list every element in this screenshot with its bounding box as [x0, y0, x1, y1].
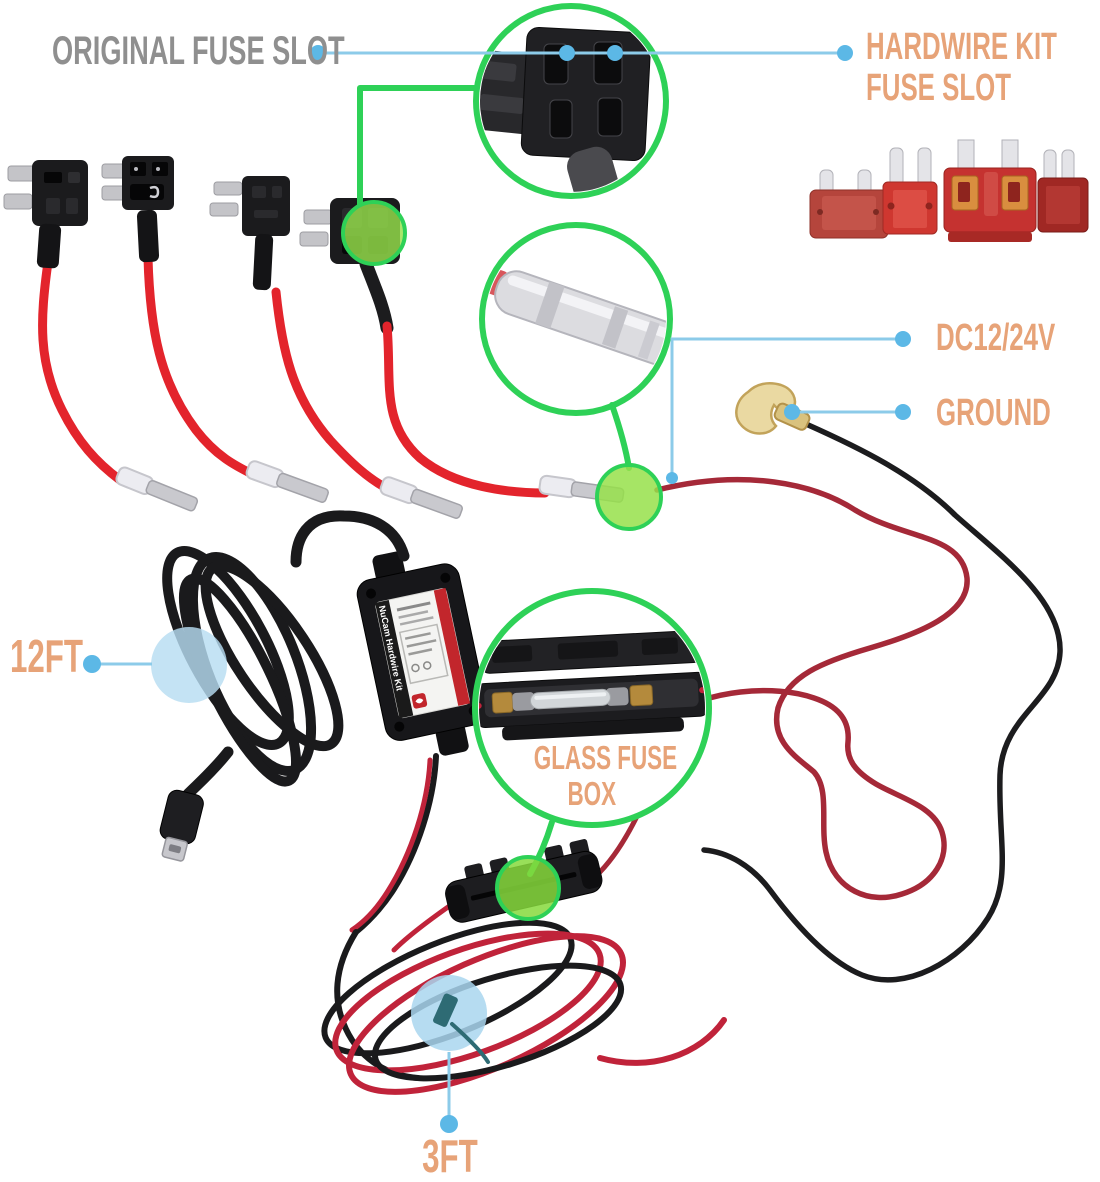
original-fuse-slot-label: ORIGINAL FUSE SLOT	[52, 29, 482, 73]
fusebox-highlight-circle	[495, 855, 561, 921]
tap3-cable	[271, 287, 391, 493]
dc-power-text: DC12/24V	[936, 317, 1056, 359]
usb-length-circle	[151, 627, 227, 703]
hardwire-kit-dot	[837, 45, 853, 61]
cable-tie-highlight	[411, 975, 490, 1064]
tap4-sleeve	[359, 257, 394, 335]
tap1-cable	[38, 257, 125, 485]
tap2-cable	[143, 253, 257, 479]
tap4-highlight-circle	[341, 200, 407, 266]
standard-blade-fuse	[943, 139, 1037, 242]
power-wire	[652, 476, 970, 901]
power-wire-coil	[321, 919, 727, 1095]
power-cable-length-text: 3FT	[422, 1130, 478, 1182]
dc-power-line	[670, 337, 903, 478]
ground-fork-terminal	[735, 382, 811, 435]
hardwire-kit-line2: FUSE SLOT	[866, 67, 1011, 110]
original-fuse-slot-dot	[310, 45, 326, 61]
dc-power-dot	[895, 331, 911, 347]
ground-label: GROUND	[936, 392, 1100, 434]
module-label-banner	[375, 600, 414, 719]
ground-terminal-dot	[784, 404, 800, 420]
low-profile-mini-fuse	[809, 169, 889, 239]
module-label-red-stripe	[433, 587, 471, 706]
bullet-terminals	[115, 460, 625, 519]
usb-cable-length-label: 12FT	[10, 630, 117, 682]
junction-highlight-circle	[595, 463, 663, 531]
ground-wire	[701, 421, 1063, 983]
micro-usb-connector	[159, 789, 204, 862]
original-fuse-slot-text: ORIGINAL FUSE SLOT	[52, 29, 345, 73]
inline-fuse-holder-circle	[479, 222, 673, 416]
dc-power-junction-dot	[666, 472, 678, 484]
fuse-tap-3	[209, 176, 290, 291]
hardwire-module: NuCam Hardwire Kit	[356, 551, 488, 756]
ground-text: GROUND	[936, 392, 1051, 434]
open-glass-fuse-box	[479, 630, 705, 741]
hardwire-kit-line1: HARDWIRE KIT	[866, 26, 1057, 68]
fuse-tap-1	[3, 160, 88, 269]
ground-dot	[895, 404, 911, 420]
usb-cable-length-text: 12FT	[10, 630, 84, 682]
glass-fuse-box-label: GLASS FUSE BOX	[500, 740, 684, 811]
fuse-tap-2	[101, 156, 174, 263]
hardwire-kit-fuse-slot-label: HARDWIRE KIT FUSE SLOT	[866, 26, 1100, 110]
spare-fuses	[809, 139, 1089, 242]
glass-fuse-line2: BOX	[567, 774, 617, 812]
dc-power-label: DC12/24V	[936, 317, 1100, 359]
micro2-fuse	[1037, 149, 1089, 233]
usb-length-dot	[83, 655, 101, 673]
fuse-tap-cables	[38, 253, 550, 498]
glass-fuse-box-circle	[472, 588, 712, 828]
hardwire-slot-marker-dot	[607, 45, 623, 61]
inline-fuse-connector-line	[609, 402, 632, 471]
original-slot-marker-dot	[559, 45, 575, 61]
mini-blade-fuse	[882, 147, 938, 235]
power-cable-length-label: 3FT	[404, 1130, 496, 1182]
power-length-dot	[440, 1115, 458, 1133]
tap4-detail-connector-line	[357, 85, 478, 206]
fuse-tap-detail-circle	[473, 3, 669, 199]
callouts	[83, 45, 911, 1133]
tap4-cable	[382, 321, 550, 498]
glass-fuse-line1: GLASS FUSE	[533, 739, 678, 776]
